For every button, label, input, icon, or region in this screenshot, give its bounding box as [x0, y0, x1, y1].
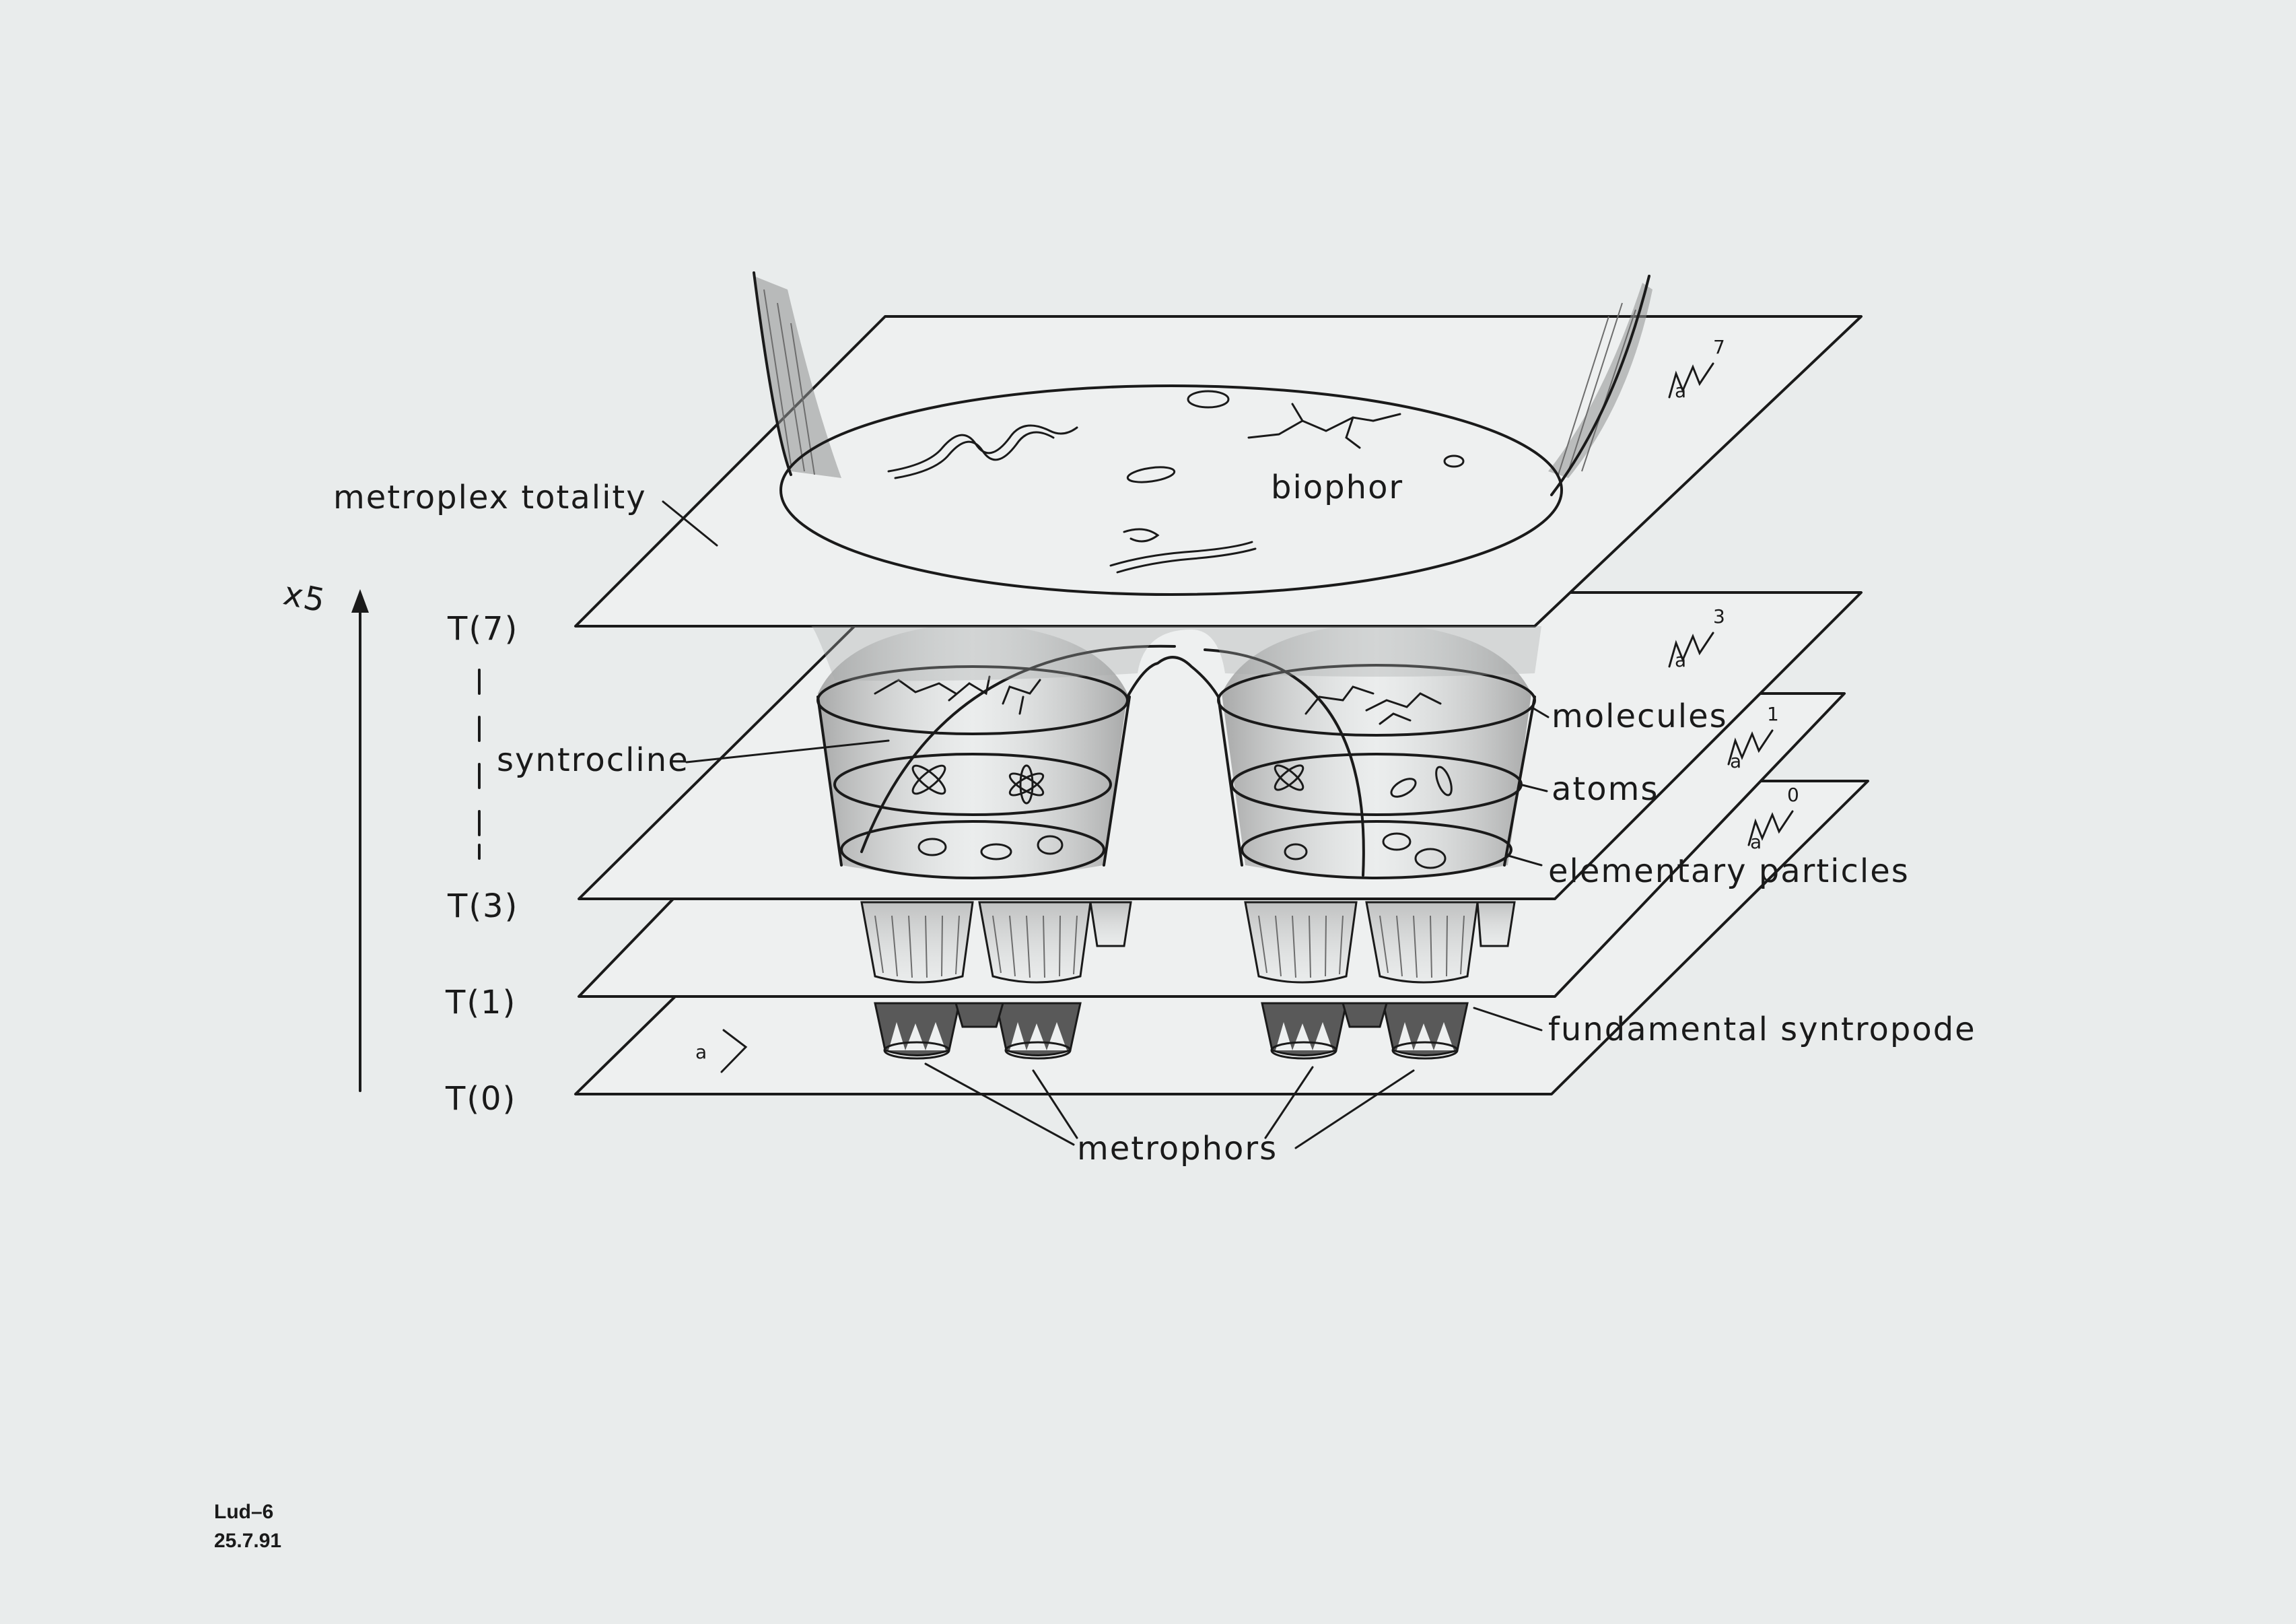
- syntropode-cylinder-1: [860, 901, 974, 984]
- footer-id: Lud–6: [214, 1501, 273, 1523]
- syntropode-cylinders: [860, 901, 1516, 984]
- a-symbol-plane-t0: a: [695, 1029, 748, 1073]
- atom-sketch-left: [911, 764, 1045, 805]
- leader-atoms: [1519, 783, 1548, 792]
- level-t7: T(7): [447, 610, 518, 648]
- label-atoms: atoms: [1552, 770, 1659, 808]
- particle-sketch-left: [917, 835, 1064, 860]
- metrophor-cups: [874, 1002, 1469, 1060]
- leader-elementary-particles: [1505, 854, 1543, 867]
- syntrocline-arch: [1126, 656, 1220, 698]
- level-t3: T(3): [447, 887, 518, 925]
- x5-label: x5: [280, 574, 329, 620]
- syntrocline-funnel-right: [1217, 623, 1536, 879]
- particle-sketch-right: [1284, 832, 1447, 869]
- svg-text:a: a: [695, 1041, 707, 1063]
- molecule-sketch-left: [874, 675, 1041, 715]
- svg-text:7: 7: [1713, 336, 1725, 358]
- biophor-ellipse: [779, 384, 1563, 596]
- syntrocline-funnel-left: [816, 623, 1131, 879]
- label-metrophors: metrophors: [1077, 1130, 1278, 1168]
- metrophor-cup-1: [874, 1002, 961, 1060]
- metroplex-symbol-7: a 7: [1668, 336, 1725, 402]
- level-t0: T(0): [445, 1080, 516, 1118]
- metroplex-symbol-1: a 1: [1727, 703, 1779, 772]
- leader-metroplex-totality: [662, 500, 718, 547]
- footer-date: 25.7.91: [214, 1530, 281, 1552]
- leaders-metrophors: [924, 1062, 1415, 1149]
- biophor-volume: [753, 271, 1653, 681]
- label-biophor: biophor: [1271, 469, 1403, 506]
- syntropode-cylinder-4: [1365, 901, 1479, 984]
- x5-axis: x5: [280, 574, 369, 1092]
- syntrocline-arc-right: [1204, 648, 1365, 877]
- label-elementary-particles: elementary particles: [1548, 852, 1910, 890]
- metroplex-symbol-0: a 0: [1747, 784, 1799, 853]
- label-molecules: molecules: [1552, 698, 1728, 735]
- svg-text:a: a: [1675, 380, 1686, 402]
- svg-text:a: a: [1750, 831, 1762, 853]
- syntrocline-arc-left: [860, 644, 1176, 853]
- molecule-sketch-right: [1304, 685, 1442, 725]
- svg-text:1: 1: [1767, 703, 1779, 725]
- svg-text:a: a: [1675, 649, 1686, 671]
- svg-text:a: a: [1730, 750, 1741, 772]
- metroplex-symbol-3: a 3: [1668, 605, 1725, 671]
- label-metroplex-totality: metroplex totality: [333, 479, 647, 516]
- label-fundamental-syntropode: fundamental syntropode: [1548, 1011, 1976, 1048]
- level-t1: T(1): [445, 984, 516, 1021]
- leader-syntrocline: [685, 739, 890, 764]
- metrophor-cup-3: [1261, 1002, 1348, 1060]
- metrophor-cup-4: [1382, 1002, 1469, 1060]
- svg-text:3: 3: [1713, 605, 1725, 628]
- leader-fundamental-syntropode: [1473, 1007, 1543, 1031]
- atom-sketch-right: [1274, 764, 1453, 798]
- syntropode-cylinder-2: [978, 901, 1092, 984]
- svg-text:0: 0: [1787, 784, 1799, 806]
- leader-molecules: [1532, 707, 1550, 718]
- biophor-sketch: [887, 390, 1465, 574]
- metrophor-cup-2: [995, 1002, 1082, 1060]
- label-syntrocline: syntrocline: [497, 741, 689, 779]
- syntropode-cylinder-3: [1244, 901, 1358, 984]
